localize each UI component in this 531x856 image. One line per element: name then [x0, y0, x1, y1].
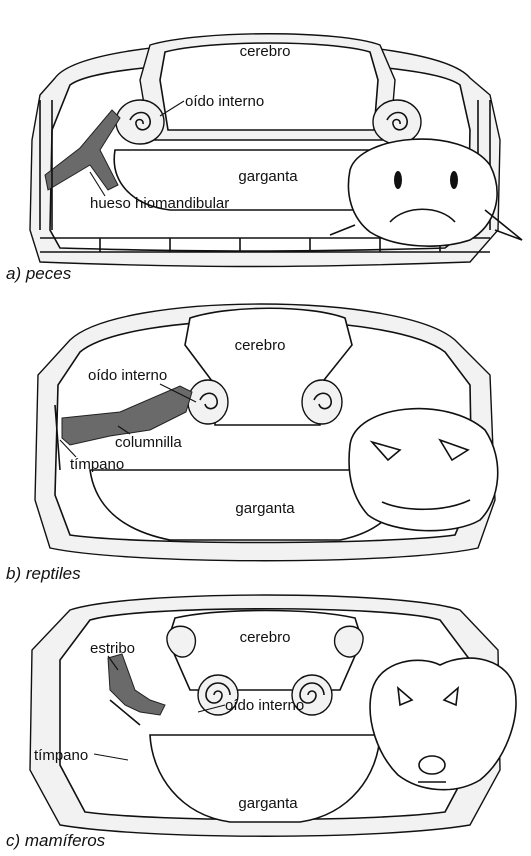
reptile-caption: b) reptiles — [6, 564, 81, 583]
reptile-label-cerebro: cerebro — [235, 337, 286, 354]
reptile-label-columnilla: columnilla — [115, 434, 182, 451]
reptile-inner-ear-left — [188, 380, 228, 424]
mammal-label-cerebro: cerebro — [240, 629, 291, 646]
mammal-label-eardrum: tímpano — [34, 747, 88, 764]
panel-fish: cerebro oído interno garganta hueso hiom… — [6, 34, 522, 283]
mammal-caption: c) mamíferos — [6, 831, 106, 850]
reptile-label-inner-ear: oído interno — [88, 367, 167, 384]
reptile-label-throat: garganta — [235, 500, 295, 517]
mammal-brain-case — [168, 611, 362, 691]
fish-label-throat: garganta — [238, 168, 298, 185]
reptile-label-eardrum: tímpano — [70, 456, 124, 473]
fish-label-inner-ear: oído interno — [185, 93, 264, 110]
panel-mammal: cerebro estribo oído interno tímpano gar… — [6, 595, 516, 850]
fish-caption: a) peces — [6, 264, 72, 283]
mammal-label-stapes: estribo — [90, 640, 135, 657]
fish-eye-left — [394, 171, 402, 189]
mammal-label-inner-ear: oído interno — [225, 697, 304, 714]
panel-reptile: cerebro oído interno columnilla tímpano … — [6, 304, 498, 583]
reptile-face — [349, 409, 498, 531]
fish-label-cerebro: cerebro — [240, 43, 291, 60]
fish-face — [348, 139, 497, 246]
reptile-inner-ear-right — [302, 380, 342, 424]
mammal-semicircular-right — [335, 626, 363, 657]
fish-eye-right — [450, 171, 458, 189]
fish-label-hyomandibular: hueso hiomandibular — [90, 195, 229, 212]
mammal-label-throat: garganta — [238, 795, 298, 812]
fish-inner-ear-right — [373, 100, 421, 144]
fish-inner-ear-left — [116, 100, 164, 144]
